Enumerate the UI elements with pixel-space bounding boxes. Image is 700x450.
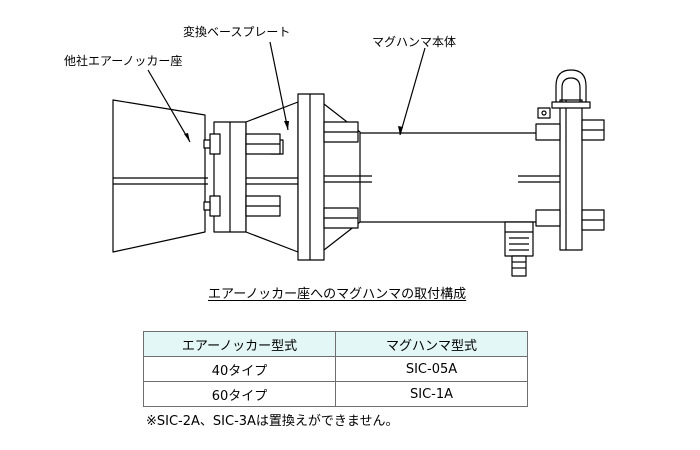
knocker-seat-funnel bbox=[112, 99, 206, 253]
footnote: ※SIC-2A、SIC-3Aは置換えができません。 bbox=[146, 414, 399, 429]
mounting-diagram bbox=[112, 41, 605, 277]
diagram-caption: エアーノッカー座へのマグハンマの取付構成 bbox=[208, 287, 467, 302]
leader-body bbox=[399, 47, 426, 136]
model-compatibility-table: エアーノッカー型式 マグハンマ型式 40タイプ SIC-05A 60タイプ SI… bbox=[143, 331, 528, 407]
table-row: 60タイプ SIC-1A bbox=[143, 381, 528, 407]
label-other-seat: 他社エアーノッカー座 bbox=[64, 54, 183, 68]
cell-maghammer-model: SIC-05A bbox=[335, 356, 528, 382]
cell-knocker-model: 60タイプ bbox=[143, 381, 336, 407]
label-maghammer-body: マグハンマ本体 bbox=[372, 35, 457, 49]
main-flange bbox=[297, 93, 325, 261]
header-knocker-model: エアーノッカー型式 bbox=[143, 331, 336, 357]
connector bbox=[504, 221, 534, 257]
leader-other-seat bbox=[147, 69, 191, 143]
cell-maghammer-model: SIC-1A bbox=[335, 381, 528, 407]
adapter-plate bbox=[245, 101, 299, 253]
shackle bbox=[555, 69, 587, 106]
label-adapter-plate: 変換ベースプレート bbox=[183, 25, 291, 39]
header-maghammer-model: マグハンマ型式 bbox=[335, 331, 528, 357]
table-header-row: エアーノッカー型式 マグハンマ型式 bbox=[143, 331, 528, 357]
table-row: 40タイプ SIC-05A bbox=[143, 356, 528, 382]
cell-knocker-model: 40タイプ bbox=[143, 356, 336, 382]
rear-plate bbox=[559, 99, 583, 251]
leader-plate bbox=[269, 41, 289, 131]
